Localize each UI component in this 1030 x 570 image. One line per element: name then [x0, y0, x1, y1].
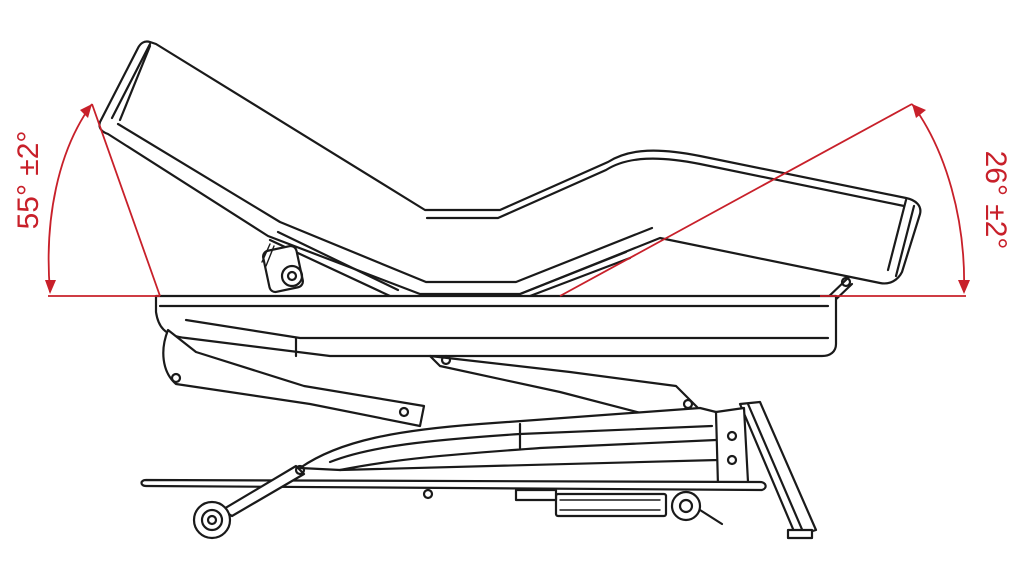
lift-mechanism — [140, 328, 818, 540]
head-arc-arrow-top — [80, 104, 92, 118]
mattress — [98, 40, 922, 296]
foot-angle-label: 26° ±2° — [979, 151, 1012, 250]
head-angle-indicator: 55° ±2° — [12, 103, 161, 297]
head-angle-arc — [47, 103, 93, 293]
foot-arc-arrow-top — [912, 104, 926, 118]
head-angle-line — [91, 103, 161, 297]
foot-angle-arc — [911, 103, 966, 293]
foot-arc-arrow-bottom — [958, 280, 970, 294]
head-motor — [261, 230, 400, 298]
platform-deck — [154, 294, 838, 358]
head-angle-label: 55° ±2° — [12, 131, 45, 230]
foot-angle-indicator: 26° ±2° — [559, 103, 1012, 297]
head-arc-arrow-bottom — [45, 280, 56, 294]
foot-angle-line — [559, 103, 913, 297]
